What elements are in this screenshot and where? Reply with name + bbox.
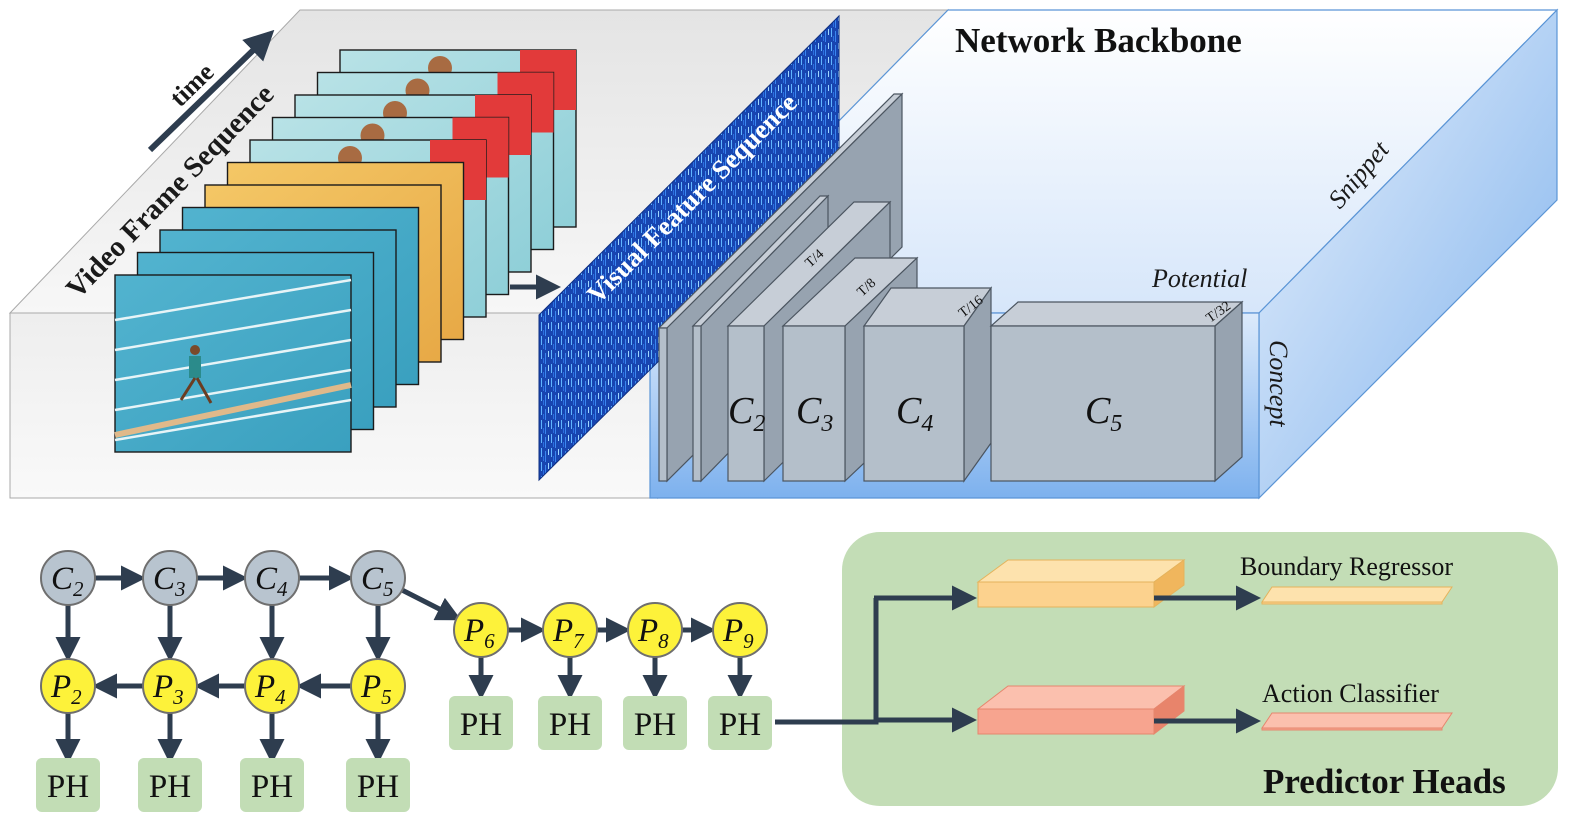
c-node-4: C4: [244, 550, 300, 606]
p-node-4: P4: [244, 658, 300, 714]
backbone-stage-label: C4: [896, 390, 933, 437]
ph-box: PH: [138, 758, 202, 812]
axis-concept-label: Concept: [1264, 340, 1293, 427]
action-feature-box: [976, 684, 1186, 736]
action-classifier-output: [1261, 712, 1453, 731]
svg-text:C5: C5: [361, 561, 394, 601]
boundary-regressor-label: Boundary Regressor: [1240, 552, 1453, 581]
c5-to-p6-arrow: [400, 587, 462, 621]
c-node-2: C2: [40, 550, 96, 606]
svg-text:C3: C3: [153, 561, 186, 601]
svg-text:PH: PH: [460, 707, 502, 743]
svg-text:PH: PH: [47, 769, 89, 805]
pyramid-arrows: [55, 565, 753, 764]
backbone-stage-label: C5: [1085, 390, 1122, 437]
svg-text:P7: P7: [552, 613, 585, 653]
action-classifier-label: Action Classifier: [1262, 679, 1439, 708]
svg-text:C2: C2: [51, 561, 84, 601]
svg-text:P5: P5: [360, 669, 392, 709]
svg-text:PH: PH: [149, 769, 191, 805]
axis-potential-label: Potential: [1151, 264, 1247, 293]
p-node-6: P6: [453, 602, 509, 658]
video-frame-stack: [114, 49, 577, 453]
p-node-9: P9: [712, 602, 768, 658]
ph-box: PH: [36, 758, 100, 812]
p-node-5: P5: [350, 658, 406, 714]
backbone-stage-c5: C5T/32: [989, 299, 1244, 483]
video-frame: [114, 274, 352, 453]
svg-text:P9: P9: [722, 613, 754, 653]
svg-text:P8: P8: [637, 613, 669, 653]
time-arrow: [147, 29, 275, 153]
boundary-feature-box: [976, 559, 1186, 608]
p-node-7: P7: [542, 602, 598, 658]
svg-text:PH: PH: [251, 769, 293, 805]
svg-text:PH: PH: [549, 707, 591, 743]
ph-box: PH: [449, 696, 513, 750]
svg-text:PH: PH: [634, 707, 676, 743]
svg-text:C4: C4: [255, 561, 288, 601]
ph-box: PH: [708, 696, 772, 750]
svg-text:P2: P2: [50, 669, 82, 709]
svg-text:P6: P6: [463, 613, 495, 653]
ph-box: PH: [623, 696, 687, 750]
backbone-stage-label: C2: [728, 390, 765, 437]
backbone-panel: Visual Feature Sequence time Video Frame…: [8, 8, 1559, 500]
backbone-stage-c4: C4T/16: [862, 286, 993, 483]
svg-text:P4: P4: [254, 669, 286, 709]
predictor-heads-title: Predictor Heads: [1263, 762, 1506, 801]
predictor-heads-panel: Predictor Heads Boundary Regressor Actio…: [775, 532, 1558, 806]
ph-box: PH: [538, 696, 602, 750]
svg-text:P3: P3: [152, 669, 184, 709]
backbone-stage-label: C3: [796, 390, 833, 437]
ph-box: PH: [240, 758, 304, 812]
network-backbone-title: Network Backbone: [955, 21, 1242, 60]
boundary-regressor-output: [1261, 586, 1453, 605]
ph-box: PH: [346, 758, 410, 812]
svg-text:PH: PH: [357, 769, 399, 805]
p-node-3: P3: [142, 658, 198, 714]
c-node-5: C5: [350, 550, 406, 606]
p-node-8: P8: [627, 602, 683, 658]
p-node-2: P2: [40, 658, 96, 714]
c-node-3: C3: [142, 550, 198, 606]
svg-text:PH: PH: [719, 707, 761, 743]
